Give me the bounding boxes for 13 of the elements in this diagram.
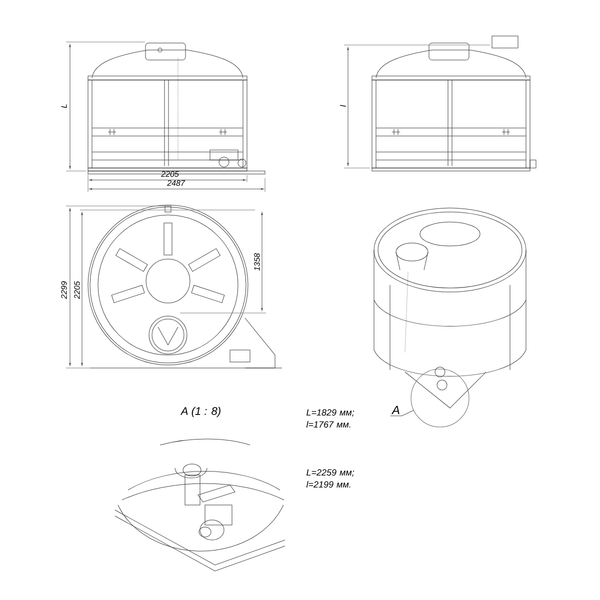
dimension-text: 2205 xyxy=(74,281,80,299)
dimension-text: 2205 xyxy=(161,171,179,177)
detail-circle xyxy=(410,368,470,428)
dimension-text: 2299 xyxy=(61,281,67,299)
view-title: A (1 : 8) xyxy=(180,406,220,418)
dimension-text: L xyxy=(61,104,67,108)
dimension-text: 2487 xyxy=(167,180,186,186)
dimension-text: l xyxy=(340,104,346,107)
leader-line xyxy=(390,410,414,416)
callout-letter: A xyxy=(391,406,400,414)
note-text: L=2259 мм; l=2199 мм. xyxy=(306,469,354,488)
dimension-text: 1358 xyxy=(254,253,260,271)
note-text: L=1829 мм; l=1767 мм. xyxy=(306,409,354,428)
